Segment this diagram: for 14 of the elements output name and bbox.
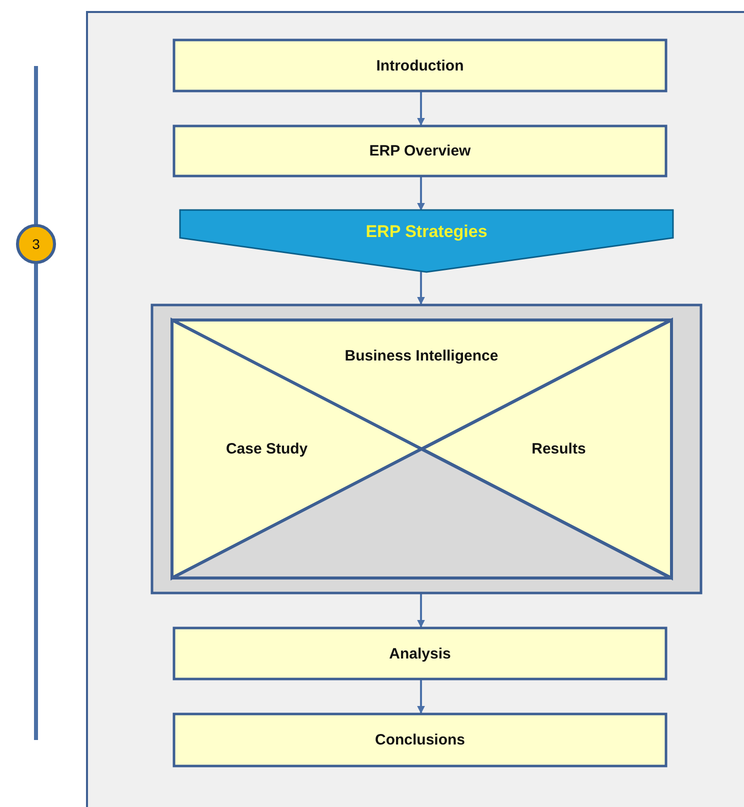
section-label: Results (532, 440, 586, 458)
arrow (417, 272, 425, 305)
arrow (417, 680, 425, 714)
section-label: Business Intelligence (344, 348, 498, 364)
section-label: Introduction (376, 57, 464, 74)
section-label: ERP Overview (369, 142, 471, 160)
arrow (417, 177, 425, 211)
arrow (417, 92, 425, 126)
step-number: 3 (32, 236, 40, 252)
section-label: Case Study (226, 440, 308, 458)
section-label: Analysis (389, 645, 451, 662)
arrow (417, 594, 425, 628)
section-label: Conclusions (375, 732, 465, 748)
section-label: ERP Strategies (366, 222, 488, 242)
